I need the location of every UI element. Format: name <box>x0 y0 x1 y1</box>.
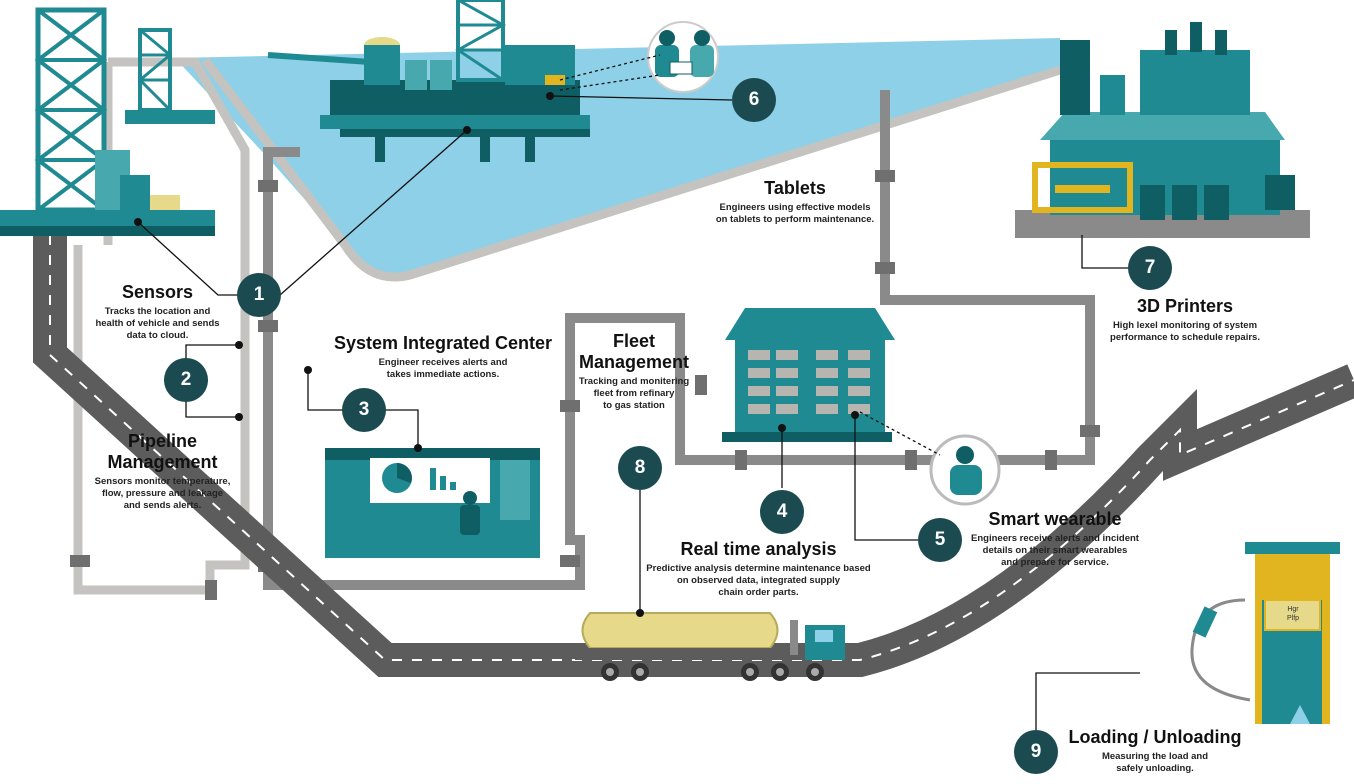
printers-description: High lexel monitoring of system performa… <box>1110 320 1260 343</box>
fleet-description: Tracking and monitering fleet from refin… <box>578 376 690 411</box>
step-badge-1: 1 <box>237 273 281 317</box>
pipeline-label: Pipeline Management Sensors monitor temp… <box>80 431 245 512</box>
control-center <box>325 448 540 558</box>
factory-3d-printers <box>1015 22 1310 238</box>
tablets-title: Tablets <box>764 178 826 198</box>
loading-title: Loading / Unloading <box>1068 727 1242 747</box>
water-shore <box>201 57 1062 282</box>
step-badge-5: 5 <box>918 518 962 562</box>
pipeline-center <box>263 90 1095 590</box>
step-badge-7: 7 <box>1128 246 1172 290</box>
data-warehouse <box>722 308 895 442</box>
leader-lines <box>137 54 1140 750</box>
pipeline-description: Sensors monitor temperature, flow, press… <box>94 476 231 511</box>
road <box>33 235 1354 677</box>
leader-dots <box>134 92 859 617</box>
printers-label: 3D Printers High lexel monitoring of sys… <box>1095 296 1275 344</box>
loading-description: Measuring the load and safely unloading. <box>1101 751 1209 774</box>
wearable-engineer-vignette <box>929 434 1001 506</box>
printers-title: 3D Printers <box>1136 296 1234 316</box>
step-badge-4: 4 <box>760 490 804 534</box>
system-center-label: System Integrated Center Engineer receiv… <box>318 333 568 381</box>
step-badge-3: 3 <box>342 388 386 432</box>
pump-screen-line-1: Hgr <box>1287 606 1299 613</box>
pipeline-title: Pipeline Management <box>107 431 218 472</box>
system-center-title: System Integrated Center <box>333 333 553 353</box>
loading-label: Loading / Unloading Measuring the load a… <box>1055 727 1255 775</box>
sensors-title: Sensors <box>121 282 194 302</box>
pump-screen-line-2: Plfp <box>1286 615 1300 622</box>
wearable-title: Smart wearable <box>988 509 1122 529</box>
sensors-description: Tracks the location and health of vehicl… <box>95 306 220 341</box>
oil-rig-left <box>0 7 215 236</box>
fleet-label: Fleet Management Tracking and monitering… <box>568 331 700 412</box>
wearable-description: Engineers receive alerts and incident de… <box>971 533 1139 568</box>
realtime-description: Predictive analysis determine maintenanc… <box>646 563 871 598</box>
tanker-truck <box>575 612 845 681</box>
water-area <box>175 38 1060 277</box>
fuel-pump <box>1190 542 1340 724</box>
realtime-title: Real time analysis <box>680 539 837 559</box>
pump-screen-text: Hgr Plfp <box>1268 605 1318 623</box>
tablets-description: Engineers using effective models on tabl… <box>715 202 875 225</box>
step-badge-6: 6 <box>732 78 776 122</box>
system-center-description: Engineer receives alerts and takes immed… <box>378 357 508 380</box>
step-badge-2: 2 <box>164 358 208 402</box>
step-badge-8: 8 <box>618 446 662 490</box>
tablets-label: Tablets Engineers using effective models… <box>700 178 890 226</box>
fleet-title: Fleet Management <box>578 331 690 372</box>
sensors-label: Sensors Tracks the location and health o… <box>80 282 235 342</box>
offshore-platform <box>267 0 590 162</box>
wearable-label: Smart wearable Engineers receive alerts … <box>960 509 1150 569</box>
step-badge-9: 9 <box>1014 730 1058 774</box>
tablet-engineers-vignette <box>647 21 719 93</box>
realtime-label: Real time analysis Predictive analysis d… <box>636 539 881 599</box>
